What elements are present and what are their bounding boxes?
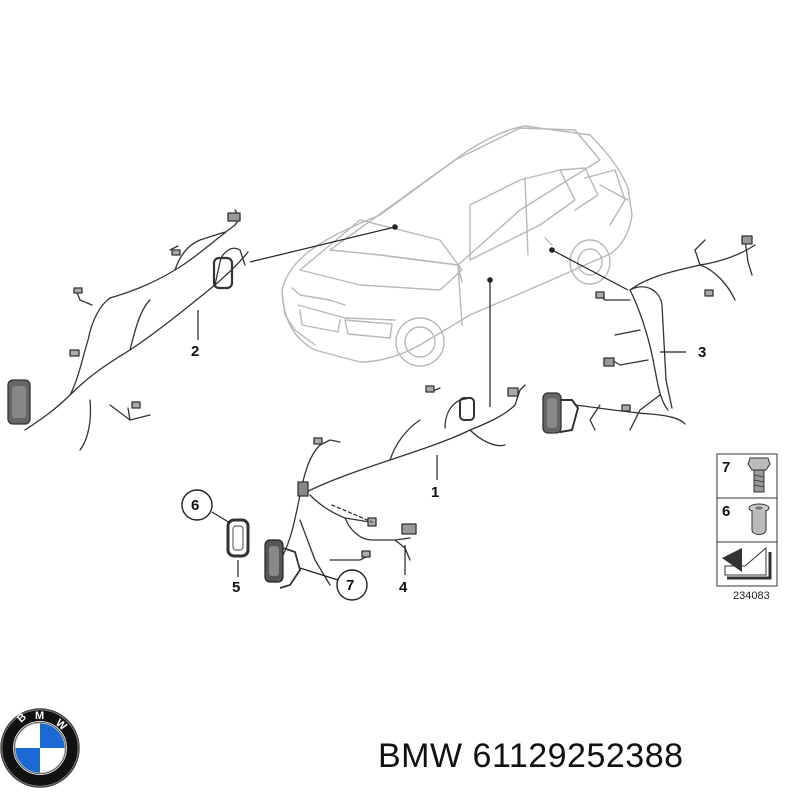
direction-arrow-icon	[722, 546, 772, 580]
parts-legend: 7 6 234083	[716, 453, 778, 602]
figure-number: 234083	[733, 590, 770, 602]
callout-2: 2	[191, 343, 199, 360]
car-illustration	[281, 125, 633, 367]
leader-lines	[249, 224, 629, 407]
connector-7-illustration	[264, 539, 301, 589]
callout-6: 6	[191, 497, 199, 514]
callout-7-circle	[336, 569, 368, 601]
part-number-caption: BMW 61129252388	[378, 737, 684, 775]
bolt-icon	[747, 457, 771, 493]
callout-5: 5	[232, 579, 240, 596]
grommet-5-illustration	[226, 518, 250, 558]
harness-3-illustration	[542, 235, 756, 434]
callout-4: 4	[399, 579, 408, 596]
harness-2-illustration	[7, 209, 249, 451]
callout-6-circle	[181, 489, 213, 521]
callout-leaders	[197, 310, 686, 581]
callout-7: 7	[346, 577, 354, 594]
legend-number-6: 6	[722, 503, 730, 520]
svg-text:M: M	[35, 710, 44, 722]
callout-3: 3	[698, 344, 706, 361]
callout-1: 1	[431, 484, 439, 501]
rivet-nut-icon	[748, 503, 770, 535]
bmw-roundel-logo: B M W	[0, 708, 80, 788]
legend-number-7: 7	[722, 459, 730, 476]
harness-1-illustration	[279, 384, 526, 586]
